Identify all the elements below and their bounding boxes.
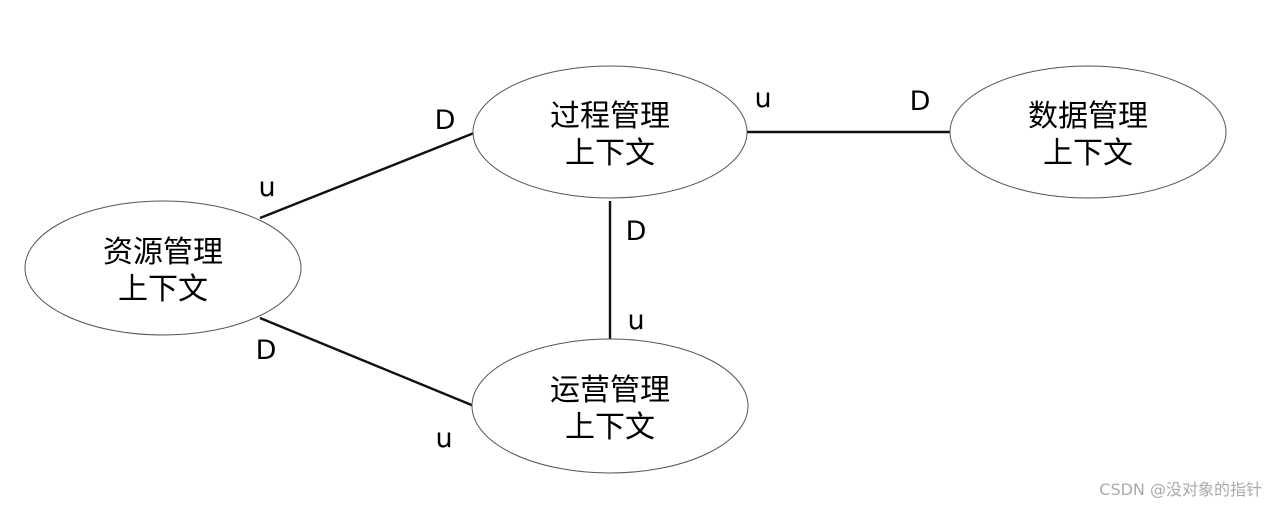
label-resource-process-downstream: D xyxy=(435,105,456,136)
context-process-title: 过程管理 xyxy=(550,99,670,134)
line-resource-process xyxy=(259,131,475,220)
context-data-title: 数据管理 xyxy=(1028,99,1148,134)
watermark: CSDN @没对象的指针 xyxy=(1099,480,1262,499)
context-resource-shape xyxy=(24,200,302,336)
label-process-data-upstream: u xyxy=(754,83,771,114)
context-process: 过程管理 上下文 xyxy=(472,65,748,199)
label-resource-operation-upstream: u xyxy=(435,423,452,454)
context-data-shape xyxy=(949,65,1227,199)
context-operation-title: 运营管理 xyxy=(550,373,670,408)
context-process-shape xyxy=(472,65,748,199)
context-process-subtitle: 上下文 xyxy=(565,136,655,171)
context-data: 数据管理 上下文 xyxy=(949,65,1227,199)
label-resource-process-upstream: u xyxy=(258,172,275,203)
label-process-operation-downstream: D xyxy=(626,216,647,247)
label-process-data-downstream: D xyxy=(910,86,931,117)
context-operation-shape xyxy=(471,338,749,474)
label-resource-operation-downstream: D xyxy=(256,335,277,366)
line-resource-operation xyxy=(259,316,475,408)
context-resource-subtitle: 上下文 xyxy=(118,272,208,307)
context-resource: 资源管理 上下文 xyxy=(24,200,302,336)
context-resource-title: 资源管理 xyxy=(103,235,223,270)
label-process-operation-upstream: u xyxy=(627,305,644,336)
context-data-subtitle: 上下文 xyxy=(1043,136,1133,171)
context-operation-subtitle: 上下文 xyxy=(565,410,655,445)
context-operation: 运营管理 上下文 xyxy=(471,338,749,474)
